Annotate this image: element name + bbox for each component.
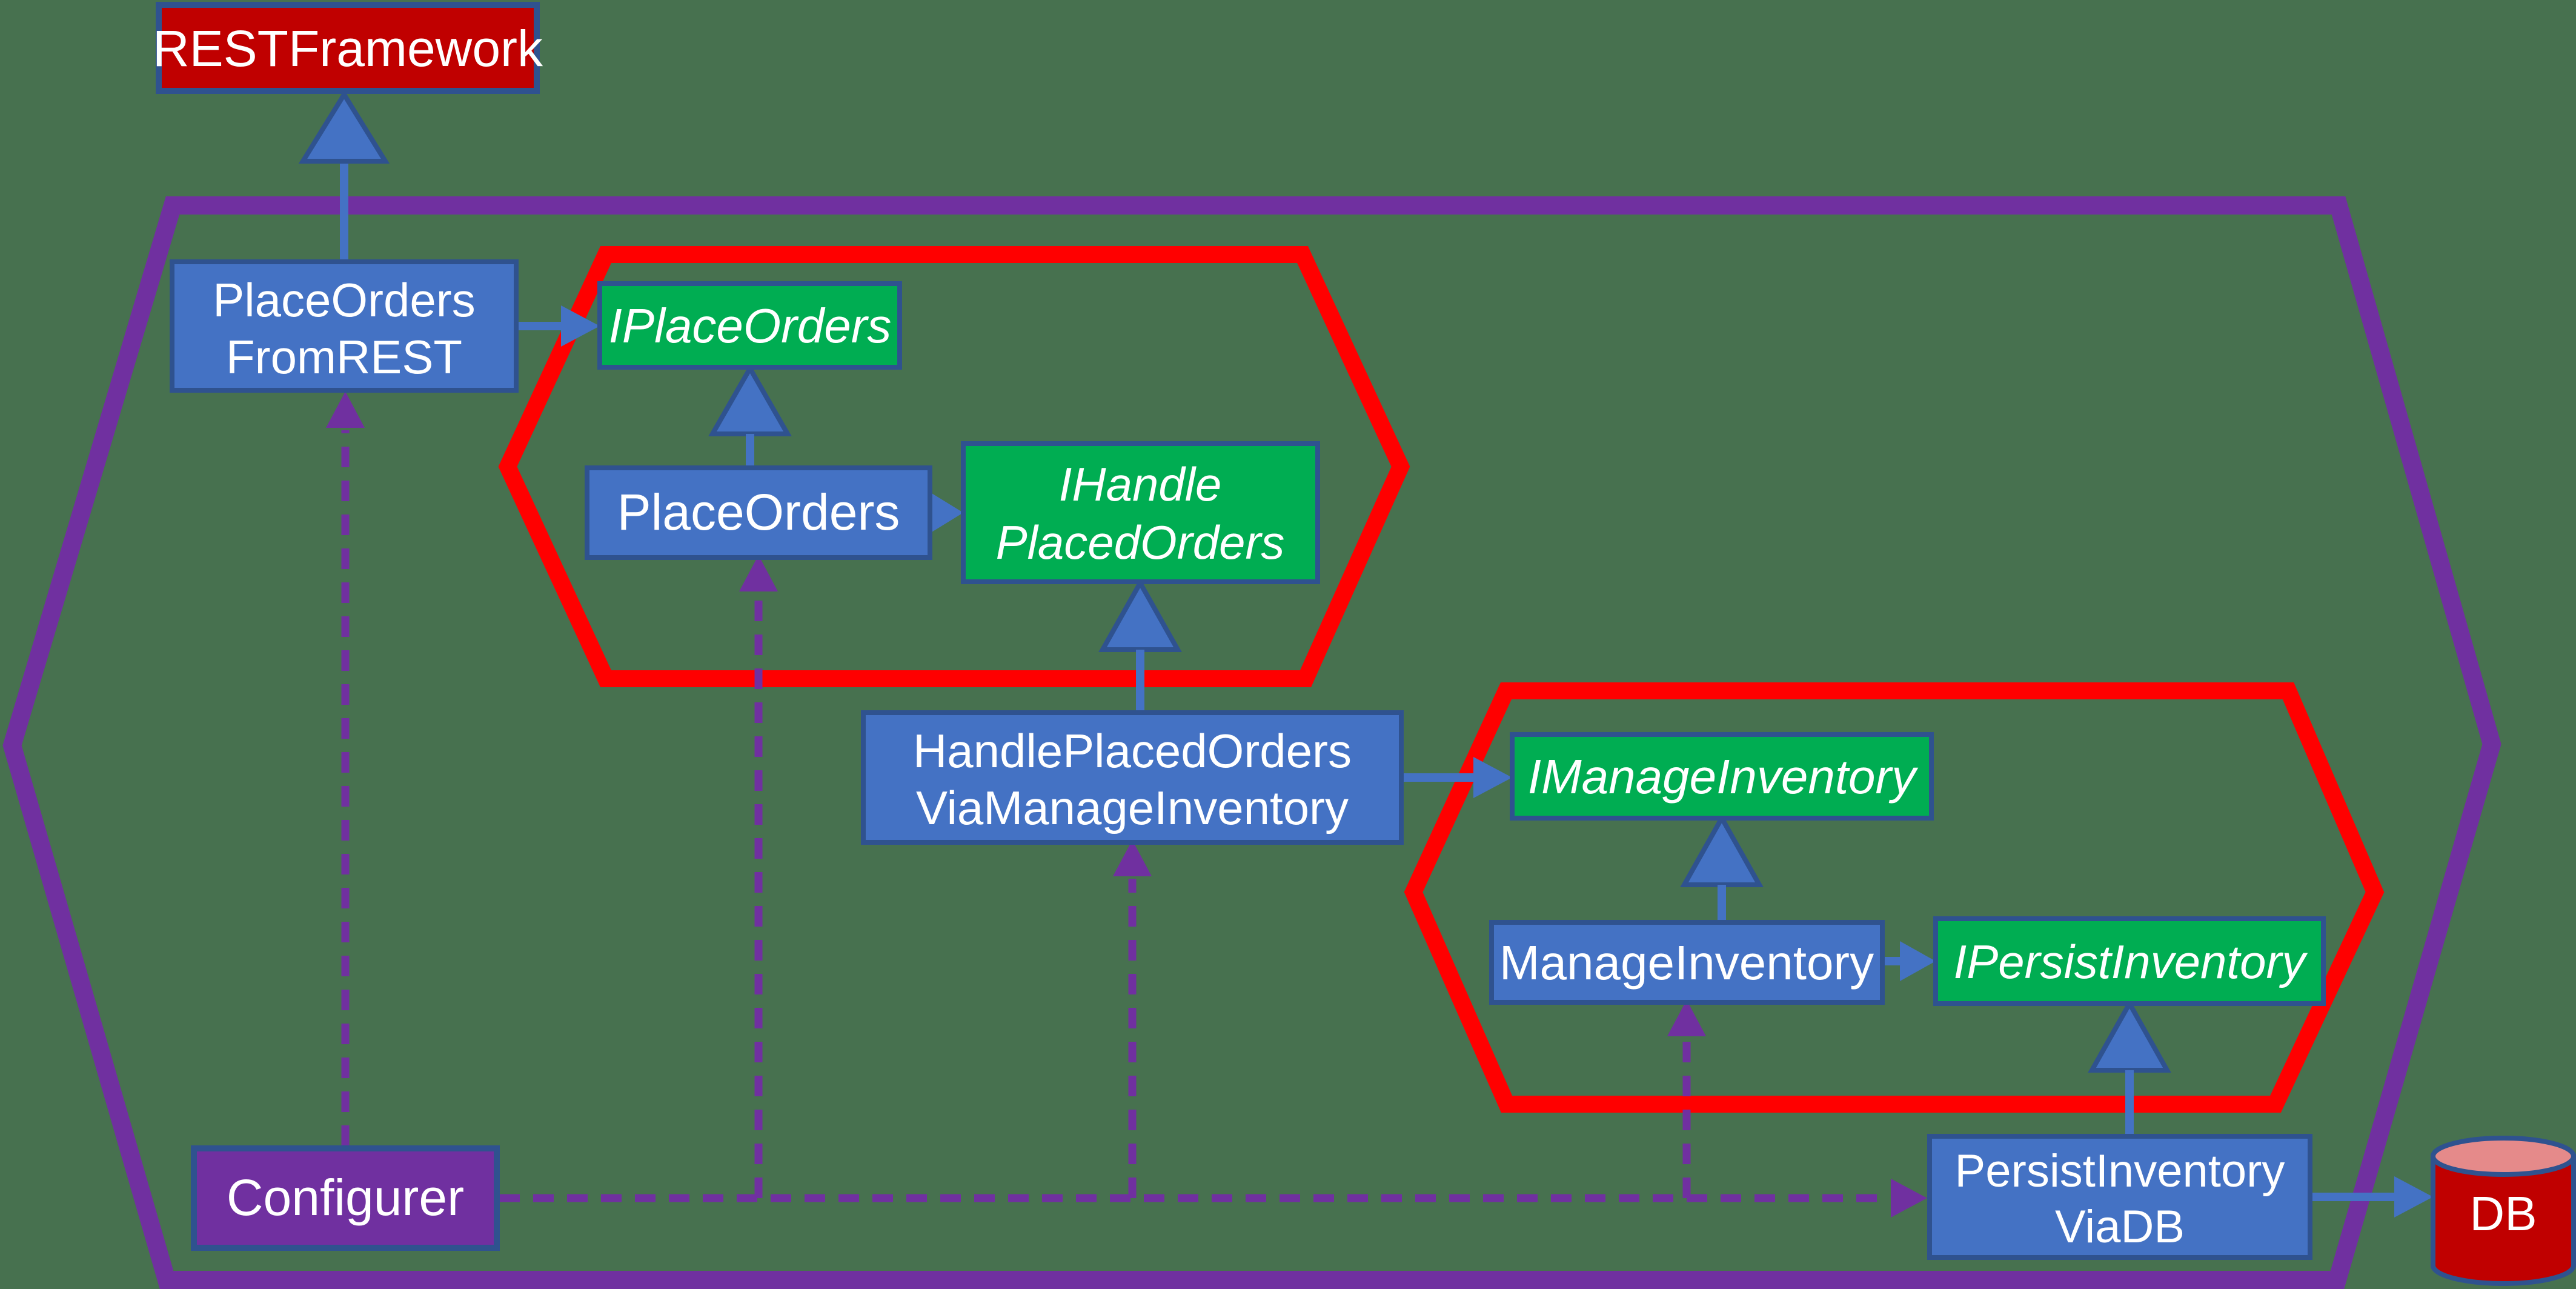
arrowhead-ihandleplacedorders [932,493,963,532]
dashed-arrowhead-manageinventory [1667,1000,1706,1036]
node-handle-placed-orders-via-manage-inventory [861,710,1404,845]
node-manage-inventory-label: ManageInventory [1499,936,1874,990]
arrowhead-imanageinventory [1473,757,1512,798]
node-handle-placed-orders-label-line2: ViaManageInventory [916,781,1349,834]
node-i-handle-placed-orders-label-line1: IHandle [1059,458,1222,511]
node-i-place-orders [597,281,902,370]
node-place-orders-label: PlaceOrders [617,484,900,541]
node-db-label: DB [2469,1187,2537,1241]
node-i-handle-placed-orders [961,441,1320,584]
node-handle-placed-orders-label-line1: HandlePlacedOrders [913,724,1352,778]
node-i-manage-inventory [1510,732,1934,821]
generalization-triangle-restframework [298,90,390,164]
dashed-arrowhead-placeordersfromrest [326,391,365,428]
node-place-orders-from-rest [170,259,519,393]
node-place-orders-from-rest-label-line2: FromREST [226,330,462,384]
node-place-orders-from-rest-label-line1: PlaceOrders [213,273,476,327]
node-persist-inventory-via-db-label-line2: ViaDB [2055,1201,2185,1253]
node-i-persist-inventory [1933,916,2326,1006]
inner-hexagon-orders-context [498,246,1410,687]
node-i-manage-inventory-label: IManageInventory [1528,750,1919,804]
dashed-arrowhead-placeorders [739,555,778,591]
dashed-arrowhead-persistinventoryviadb [1891,1179,1927,1217]
arrowhead-db [2394,1176,2433,1217]
node-manage-inventory [1489,920,1885,1005]
arrowhead-ipersistinventory [1900,941,1936,981]
dashed-arrowhead-handleplacedorders [1113,840,1152,876]
node-persist-inventory-via-db [1927,1134,2312,1260]
node-persist-inventory-via-db-label-line1: PersistInventory [1955,1145,2285,1197]
node-configurer [191,1145,500,1251]
node-configurer-label: Configurer [227,1169,464,1226]
node-place-orders [585,465,932,560]
db-cylinder-body [2431,1154,2576,1286]
node-i-place-orders-label: IPlaceOrders [609,299,892,353]
inner-hexagon-inventory-context [1404,682,2385,1113]
outer-system-boundary-hexagon [2,196,2501,1289]
node-rest-framework [156,2,540,94]
node-i-handle-placed-orders-label-line2: PlacedOrders [996,516,1285,569]
node-rest-framework-label: RESTFramework [153,20,543,77]
db-cylinder-top [2431,1136,2576,1177]
node-i-persist-inventory-label: IPersistInventory [1954,935,2308,988]
node-db-cylinder: DB [2431,1136,2576,1286]
arrowhead-iplaceorders [561,305,600,347]
